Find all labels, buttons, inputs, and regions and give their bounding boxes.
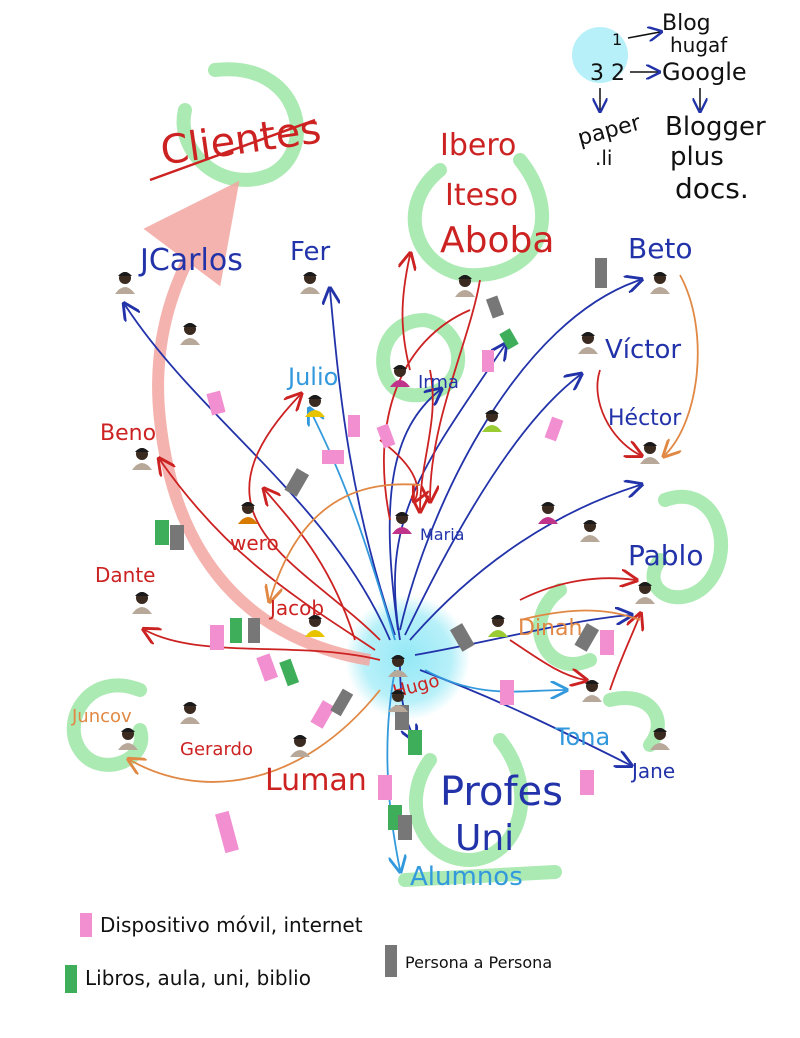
note-docs: docs. bbox=[675, 172, 749, 205]
person-label-beto: Beto bbox=[628, 232, 693, 265]
person-icon-luman bbox=[290, 735, 310, 757]
person-icon-beto bbox=[650, 272, 670, 294]
note-plus: plus bbox=[670, 142, 724, 172]
note-li: .li bbox=[595, 146, 612, 170]
center-person-icon bbox=[388, 655, 408, 677]
label-uni: Uni bbox=[455, 818, 514, 859]
legend-swatch-books bbox=[65, 965, 77, 993]
label-alumnos: Alumnos bbox=[410, 862, 523, 892]
label-aboba: Aboba bbox=[440, 220, 554, 261]
person-label-fer: Fer bbox=[290, 237, 331, 267]
person-icon-julio bbox=[305, 395, 325, 417]
person-label-juncov: Juncov bbox=[71, 706, 132, 727]
note-hugaf: hugaf bbox=[670, 33, 728, 57]
person-icon-jacob bbox=[305, 615, 325, 637]
person-icon-unlabeled-3 bbox=[538, 502, 558, 524]
legend: Dispositivo móvil, internet Libros, aula… bbox=[65, 913, 552, 993]
person-label-dinah: Dinah bbox=[518, 616, 582, 641]
person-icon-tona bbox=[582, 680, 602, 702]
person-label-jacob: Jacob bbox=[268, 596, 324, 620]
person-icon-irma bbox=[390, 365, 410, 387]
legend-label-mobile: Dispositivo móvil, internet bbox=[100, 913, 363, 937]
notes-highlight bbox=[572, 27, 628, 83]
person-icon-juncov bbox=[118, 728, 138, 750]
person-label-irma: Irma bbox=[418, 372, 459, 393]
person-label-wero: wero bbox=[230, 531, 279, 555]
person-label-tona: Tona bbox=[554, 723, 610, 751]
notes: 1 Blog hugaf 3 2 Google paper .li Blogge… bbox=[572, 11, 766, 205]
person-icon-institution bbox=[455, 275, 475, 297]
person-icon-unlabeled-2 bbox=[482, 410, 502, 432]
note-blog: Blog bbox=[662, 11, 711, 36]
person-label-hector: Héctor bbox=[608, 406, 682, 431]
person-icon-dante bbox=[132, 592, 152, 614]
legend-swatch-person bbox=[385, 945, 397, 977]
person-icon-gerardo bbox=[180, 702, 200, 724]
person-icon-maria bbox=[392, 512, 412, 534]
person-icon-beno bbox=[132, 448, 152, 470]
person-label-beno: Beno bbox=[100, 421, 156, 446]
legend-swatch-mobile bbox=[80, 913, 92, 937]
person-icon-jcarlos bbox=[115, 272, 135, 294]
person-icon-hector bbox=[640, 442, 660, 464]
person-icon-unlabeled-5 bbox=[388, 690, 408, 712]
person-icon-dinah bbox=[488, 615, 508, 637]
person-icon-unlabeled-4 bbox=[580, 520, 600, 542]
note-arrow-1 bbox=[627, 32, 660, 38]
person-label-julio: Julio bbox=[286, 363, 338, 391]
highlight-rings bbox=[66, 62, 729, 887]
center-glow bbox=[345, 595, 470, 720]
channel-marks bbox=[155, 258, 614, 854]
person-icon-victor bbox=[578, 332, 598, 354]
person-icon-unlabeled-1 bbox=[180, 323, 200, 345]
connections bbox=[125, 255, 699, 870]
label-ibero: Ibero bbox=[440, 128, 516, 163]
person-label-jcarlos: JCarlos bbox=[138, 243, 243, 278]
label-profes: Profes bbox=[440, 769, 563, 815]
note-blogger: Blogger bbox=[665, 112, 766, 142]
person-label-jane: Jane bbox=[630, 759, 675, 783]
note-num-32: 3 2 bbox=[590, 61, 625, 86]
person-label-luman: Luman bbox=[265, 763, 367, 798]
label-iteso: Iteso bbox=[445, 178, 518, 213]
person-icon-pablo bbox=[635, 582, 655, 604]
clientes-arrow bbox=[143, 180, 371, 666]
person-icon-fer bbox=[300, 272, 320, 294]
legend-label-person: Persona a Persona bbox=[405, 953, 552, 972]
person-label-gerardo: Gerardo bbox=[180, 739, 253, 760]
legend-label-books: Libros, aula, uni, biblio bbox=[85, 966, 311, 990]
person-icon-wero bbox=[238, 502, 258, 524]
note-google: Google bbox=[662, 58, 747, 86]
person-label-pablo: Pablo bbox=[628, 539, 703, 572]
person-label-victor: Víctor bbox=[605, 335, 681, 365]
person-label-maria: Maria bbox=[420, 525, 464, 544]
note-num-1: 1 bbox=[612, 30, 622, 49]
person-label-dante: Dante bbox=[95, 563, 155, 587]
title-underline bbox=[149, 118, 316, 182]
person-icon-jane bbox=[650, 728, 670, 750]
